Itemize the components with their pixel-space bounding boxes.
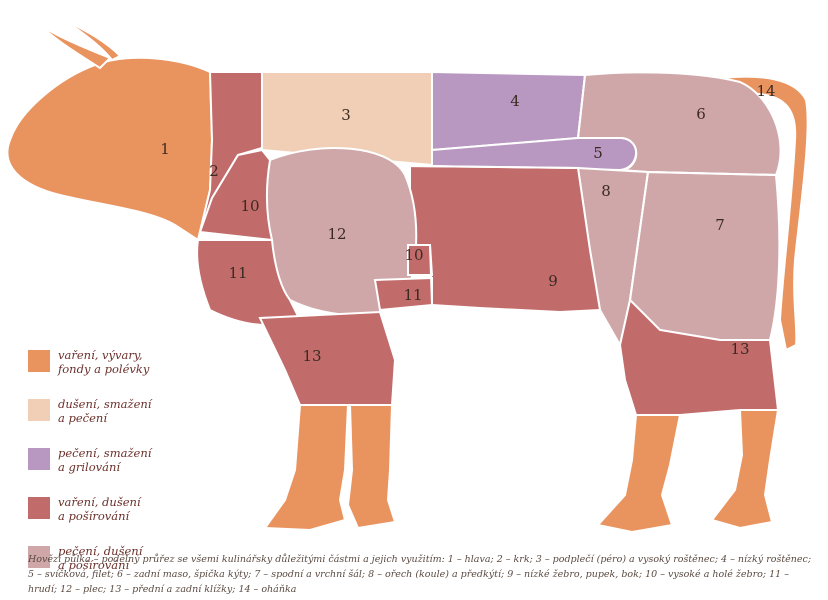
region-label-3: 3 bbox=[341, 106, 351, 124]
region-9 bbox=[410, 166, 600, 312]
legend-label: vaření, vývary, fondy a polévky bbox=[58, 348, 149, 376]
front-leg-left-lower bbox=[265, 405, 348, 530]
front-leg-right-lower bbox=[348, 405, 395, 528]
legend-swatch-red bbox=[28, 497, 50, 519]
region-label-9: 9 bbox=[548, 272, 558, 290]
region-label-13b: 13 bbox=[730, 340, 749, 358]
region-13a bbox=[260, 312, 395, 405]
region-label-7: 7 bbox=[715, 216, 725, 234]
legend-swatch-beige bbox=[28, 399, 50, 421]
region-label-11a: 11 bbox=[228, 264, 247, 282]
region-label-13a: 13 bbox=[302, 347, 321, 365]
region-label-2: 2 bbox=[209, 162, 219, 180]
region-label-11b: 11 bbox=[403, 286, 422, 304]
hind-leg-right-lower bbox=[712, 410, 778, 528]
region-label-1: 1 bbox=[160, 140, 170, 158]
legend-item: pečení, smažení a grilování bbox=[28, 446, 228, 495]
region-1 bbox=[7, 58, 212, 240]
region-label-12: 12 bbox=[327, 225, 346, 243]
region-label-8: 8 bbox=[601, 182, 611, 200]
hind-leg-left-lower bbox=[598, 415, 680, 532]
region-label-4: 4 bbox=[510, 92, 520, 110]
region-label-10a: 10 bbox=[240, 197, 259, 215]
legend-item: dušení, smažení a pečení bbox=[28, 397, 228, 446]
region-label-14: 14 bbox=[756, 82, 775, 100]
region-label-5: 5 bbox=[593, 144, 603, 162]
region-label-10b: 10 bbox=[404, 246, 423, 264]
region-4 bbox=[432, 72, 585, 150]
legend-swatch-orange bbox=[28, 350, 50, 372]
region-label-6: 6 bbox=[696, 105, 706, 123]
legend-swatch-purple bbox=[28, 448, 50, 470]
legend-label: vaření, dušení a pošírování bbox=[58, 495, 141, 523]
legend-item: vaření, vývary, fondy a polévky bbox=[28, 348, 228, 397]
legend-label: pečení, smažení a grilování bbox=[58, 446, 151, 474]
region-7 bbox=[630, 172, 779, 340]
figure-caption: Hovězí půlka – podélný průřez se všemi k… bbox=[28, 552, 818, 597]
legend-item: vaření, dušení a pošírování bbox=[28, 495, 228, 544]
legend-label: dušení, smažení a pečení bbox=[58, 397, 151, 425]
